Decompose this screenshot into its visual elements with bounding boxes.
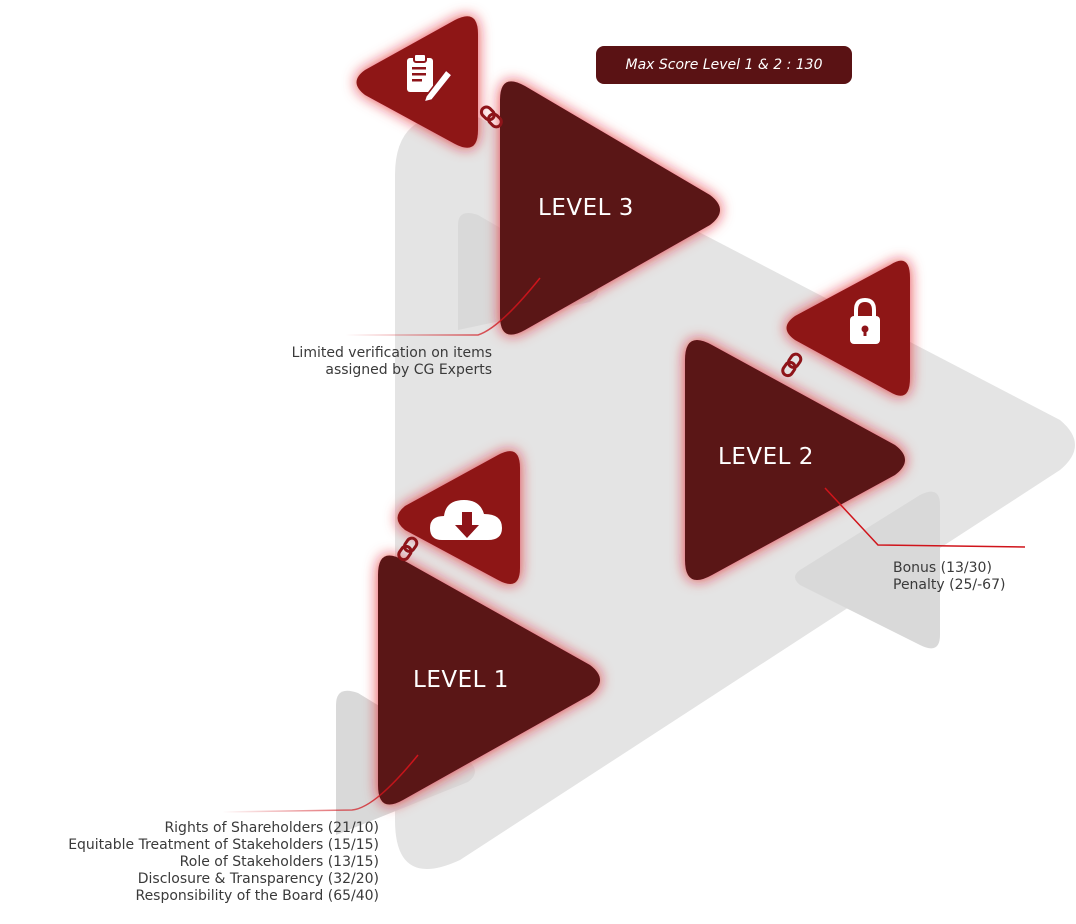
- leader-line-level3: [345, 277, 541, 336]
- level3-note: Limited verification on items assigned b…: [292, 345, 492, 379]
- leader-line-level2: [824, 487, 1026, 548]
- chain-link-icon: [479, 105, 503, 129]
- chain-link-icon: [397, 536, 419, 562]
- note-line: assigned by CG Experts: [325, 362, 492, 378]
- level2-label: LEVEL 2: [718, 444, 814, 470]
- category-line: Rights of Shareholders (21/10): [164, 820, 379, 836]
- level3-triangle[interactable]: [500, 81, 720, 335]
- cloud-download-icon: [430, 500, 502, 540]
- note-line: Limited verification on items: [291, 345, 492, 361]
- level1-triangle[interactable]: [378, 555, 600, 805]
- shadow-triangle-level2: [795, 491, 940, 649]
- leader-line-level1: [221, 754, 419, 813]
- icon-triangle-level2: [786, 260, 910, 396]
- level2-triangle[interactable]: [685, 340, 905, 580]
- bonus-line: Bonus (13/30): [893, 560, 992, 576]
- level3-label: LEVEL 3: [538, 195, 634, 221]
- chain-link-icon: [781, 352, 803, 378]
- level1-label: LEVEL 1: [413, 667, 509, 693]
- category-line: Responsibility of the Board (65/40): [135, 888, 379, 904]
- penalty-line: Penalty (25/-67): [893, 577, 1006, 593]
- max-score-badge: Max Score Level 1 & 2 : 130: [596, 46, 852, 84]
- category-line: Equitable Treatment of Stakeholders (15/…: [68, 837, 379, 853]
- level2-note: Bonus (13/30) Penalty (25/-67): [893, 560, 1005, 594]
- category-line: Role of Stakeholders (13/15): [179, 854, 379, 870]
- clipboard-pencil-icon: [407, 53, 454, 104]
- category-line: Disclosure & Transparency (32/20): [137, 871, 379, 887]
- lock-icon: [850, 297, 880, 344]
- level1-note: Rights of Shareholders (21/10) Equitable…: [68, 820, 379, 905]
